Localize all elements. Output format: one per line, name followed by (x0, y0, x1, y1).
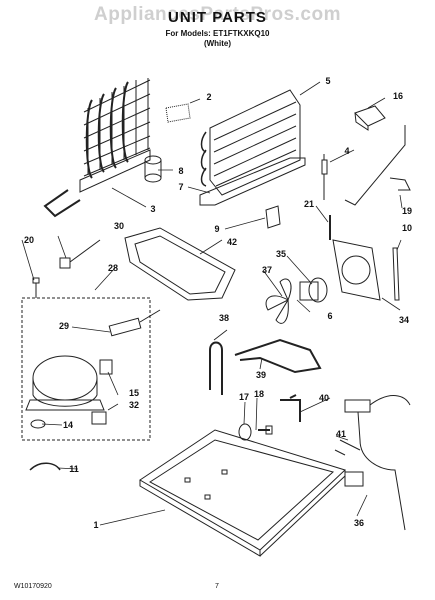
part-36-harness (334, 395, 411, 531)
part-9-bracket (265, 205, 281, 229)
part-17-grommet (238, 423, 252, 441)
callout-2: 2 (206, 92, 212, 102)
part-19-lead (344, 125, 411, 206)
callout-35: 35 (275, 249, 287, 259)
callout-20: 20 (23, 235, 35, 245)
color-line: (White) (203, 39, 232, 48)
part-5-evaporator (200, 89, 301, 196)
page-number: 7 (215, 583, 219, 590)
part-29-capacitor (108, 309, 161, 337)
callout-34: 34 (398, 315, 410, 325)
page-title: UNIT PARTS (168, 9, 267, 26)
part-4-probe (321, 154, 328, 200)
part-35-motor (299, 277, 328, 303)
part-10-strip (392, 247, 400, 301)
part-20-bolt (32, 277, 40, 298)
condenser-coil (43, 78, 151, 218)
part-16-cap (354, 105, 386, 131)
callout-14: 14 (62, 420, 74, 430)
part-15-overload (99, 359, 113, 375)
part-34-shroud (332, 239, 381, 301)
callout-40: 40 (318, 393, 330, 403)
callout-32: 32 (128, 400, 140, 410)
callout-1: 1 (93, 520, 99, 530)
callout-6: 6 (327, 311, 333, 321)
part-2-pad (165, 103, 191, 123)
callout-36: 36 (353, 518, 365, 528)
callout-9: 9 (214, 224, 220, 234)
callout-37: 37 (261, 265, 273, 275)
part-40-tube (280, 394, 301, 422)
callout-15: 15 (128, 388, 140, 398)
callout-19: 19 (401, 206, 413, 216)
callout-4: 4 (344, 146, 350, 156)
callout-11: 11 (69, 464, 79, 474)
callout-5: 5 (325, 76, 331, 86)
part-1-base (139, 429, 346, 557)
part-7-tray (199, 157, 306, 206)
doc-number: W10170920 (14, 583, 52, 590)
callout-29: 29 (58, 321, 70, 331)
part-11-clip (29, 462, 61, 471)
callout-10: 10 (401, 223, 413, 233)
callout-16: 16 (392, 91, 404, 101)
compressor-group-box (21, 297, 151, 441)
part-38-tube (209, 341, 223, 395)
callout-7: 7 (178, 182, 184, 192)
part-18-screw (258, 425, 273, 435)
callout-42: 42 (226, 237, 238, 247)
part-39-tube (234, 338, 322, 374)
part-32-cover (91, 411, 107, 425)
part-8-drier (144, 155, 162, 183)
part-37-fan-blade (265, 278, 292, 324)
part-30-plug (59, 239, 101, 269)
callout-39: 39 (255, 370, 267, 380)
compressor (25, 355, 105, 411)
watermark: AppliancesPartsPros.com (94, 4, 341, 25)
callout-30: 30 (113, 221, 125, 231)
callout-41: 41 (335, 429, 347, 439)
callout-28: 28 (107, 263, 119, 273)
callout-21: 21 (303, 199, 315, 209)
model-line: For Models: ET1FTKXKQ10 (165, 29, 270, 38)
callout-3: 3 (150, 204, 156, 214)
callout-18: 18 (253, 389, 265, 399)
part-42-drain-pan (124, 227, 236, 301)
callout-17: 17 (238, 392, 250, 402)
callout-8: 8 (178, 166, 184, 176)
callout-38: 38 (218, 313, 230, 323)
leader-lines (21, 81, 403, 526)
